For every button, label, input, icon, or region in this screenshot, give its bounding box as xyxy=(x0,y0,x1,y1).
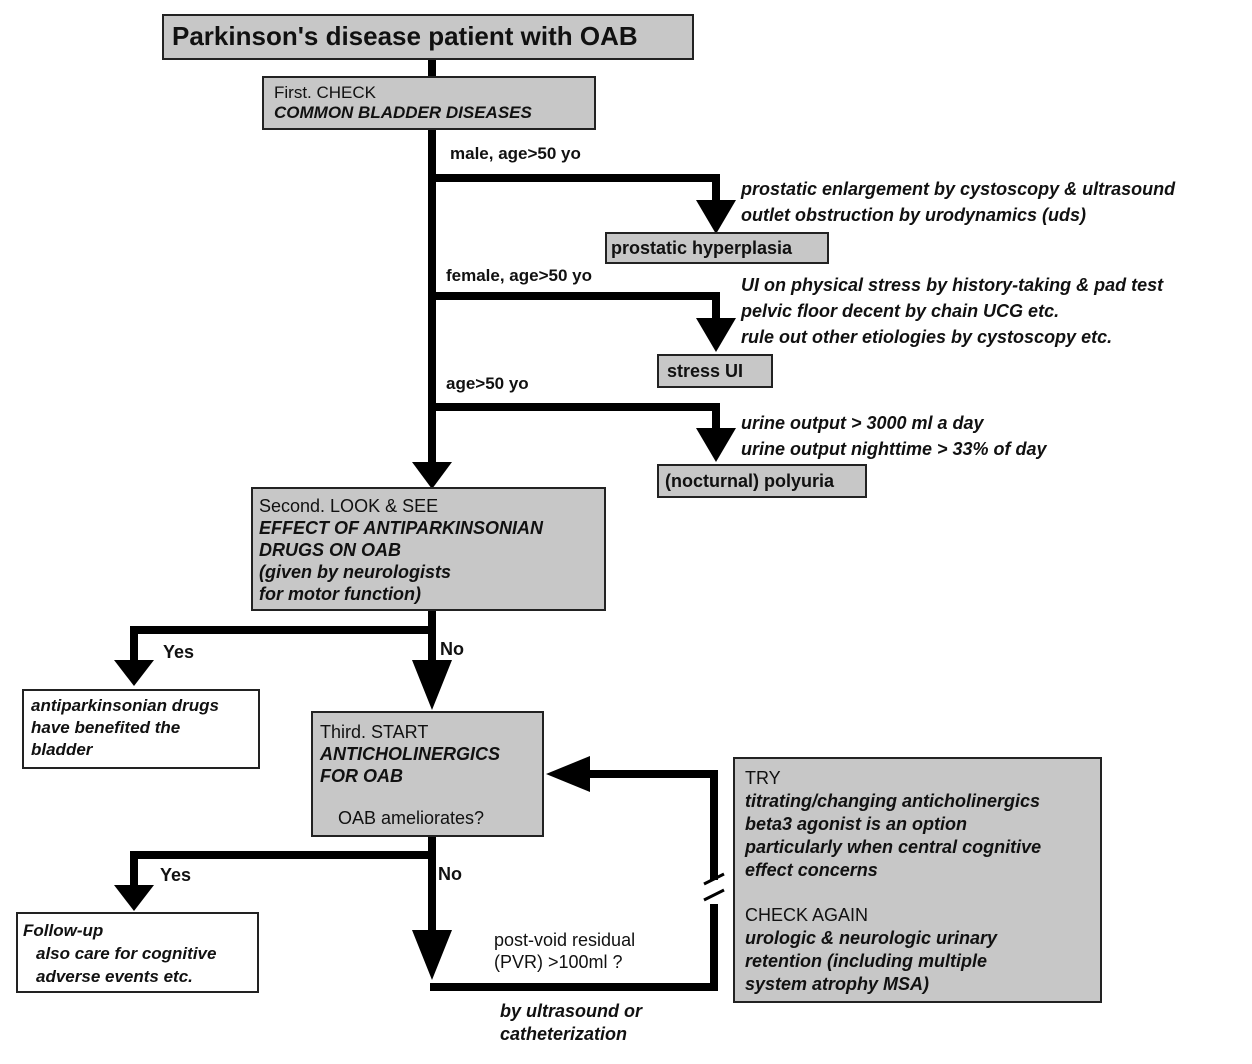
first-check-box: First. CHECK COMMON BLADDER DISEASES xyxy=(262,76,596,130)
connector-age-branch xyxy=(432,403,720,428)
pvr-method: by ultrasound or catheterization xyxy=(500,1000,642,1046)
third-no-label: No xyxy=(438,864,462,884)
try-line: titrating/changing anticholinergics xyxy=(745,791,1041,811)
pvr-method-line: by ultrasound or xyxy=(500,1001,643,1021)
female-notes: UI on physical stress by history-taking … xyxy=(741,272,1163,350)
arrowhead-second-yes xyxy=(114,660,154,686)
connector-pvr-bottom xyxy=(430,904,718,991)
drugs-benefited-line: have benefited the xyxy=(31,718,181,737)
second-look-line: EFFECT OF ANTIPARKINSONIAN xyxy=(259,518,543,538)
connector-male-branch xyxy=(432,174,720,200)
arrowhead-prostatic xyxy=(696,200,736,234)
third-start-box: Third. START ANTICHOLINERGICS FOR OAB OA… xyxy=(311,711,544,837)
female-note: pelvic floor decent by chain UCG etc. xyxy=(741,301,1060,321)
follow-up-line: adverse events etc. xyxy=(36,967,193,986)
pvr-question-line: post-void residual xyxy=(494,930,636,950)
drugs-benefited-line: antiparkinsonian drugs xyxy=(31,696,219,715)
polyuria-label: (nocturnal) polyuria xyxy=(665,471,835,491)
follow-up-line: Follow-up xyxy=(23,921,104,940)
female-condition-label: female, age>50 yo xyxy=(446,266,593,285)
follow-up-box: Follow-up also care for cognitive advers… xyxy=(16,912,259,993)
arrowhead-second xyxy=(412,462,452,489)
male-note: prostatic enlargement by cystoscopy & ul… xyxy=(741,179,1176,199)
female-note: UI on physical stress by history-taking … xyxy=(741,275,1164,295)
second-look-line: for motor function) xyxy=(259,584,421,604)
try-heading: TRY xyxy=(745,768,781,788)
arrowhead-polyuria xyxy=(696,428,736,462)
second-no-label: No xyxy=(440,639,464,659)
drugs-benefited-box: antiparkinsonian drugs have benefited th… xyxy=(22,689,260,769)
drugs-benefited-line: bladder xyxy=(31,740,93,759)
second-look-heading: Second. LOOK & SEE xyxy=(259,496,439,516)
title-box: Parkinson's disease patient with OAB xyxy=(162,14,694,60)
third-start-line: FOR OAB xyxy=(320,766,403,786)
check-again-line: retention (including multiple xyxy=(745,951,987,971)
polyuria-box: (nocturnal) polyuria xyxy=(657,464,867,498)
first-check-subheading: COMMON BLADDER DISEASES xyxy=(274,103,532,123)
second-look-line: DRUGS ON OAB xyxy=(259,540,402,560)
age-note: urine output > 3000 ml a day xyxy=(741,413,984,433)
male-notes: prostatic enlargement by cystoscopy & ul… xyxy=(741,176,1175,228)
check-again-line: urologic & neurologic urinary xyxy=(745,928,998,948)
prostatic-hyperplasia-box: prostatic hyperplasia xyxy=(605,232,829,264)
try-check-box: TRY titrating/changing anticholinergics … xyxy=(733,757,1102,1003)
arrowhead-return-third xyxy=(546,756,590,792)
prostatic-hyperplasia-label: prostatic hyperplasia xyxy=(611,238,793,258)
third-start-heading: Third. START xyxy=(320,722,429,742)
male-condition-label: male, age>50 yo xyxy=(450,144,581,163)
arrowhead-stress-ui xyxy=(696,318,736,352)
try-line: particularly when central cognitive xyxy=(745,837,1042,857)
pvr-question: post-void residual (PVR) >100ml ? xyxy=(494,929,635,973)
stress-ui-label: stress UI xyxy=(667,361,744,381)
arrowhead-third-yes xyxy=(114,885,154,911)
break-mark-top xyxy=(703,872,725,886)
try-line: effect concerns xyxy=(745,860,878,880)
title-text: Parkinson's disease patient with OAB xyxy=(172,21,638,51)
second-yes-label: Yes xyxy=(163,642,195,662)
oab-question: OAB ameliorates? xyxy=(338,808,485,828)
third-start-line: ANTICHOLINERGICS xyxy=(320,744,500,764)
check-again-heading: CHECK AGAIN xyxy=(745,905,869,925)
stress-ui-box: stress UI xyxy=(657,354,773,388)
female-note: rule out other etiologies by cystoscopy … xyxy=(741,327,1113,347)
arrowhead-third xyxy=(412,660,452,710)
connector-second-yes xyxy=(130,626,432,660)
follow-up-line: also care for cognitive xyxy=(36,944,217,963)
check-again-line: system atrophy MSA) xyxy=(745,974,930,994)
try-line: beta3 agonist is an option xyxy=(745,814,968,834)
pvr-method-line: catheterization xyxy=(500,1024,628,1044)
second-look-line: (given by neurologists xyxy=(259,562,452,582)
pvr-question-line: (PVR) >100ml ? xyxy=(494,952,623,972)
connector-pvr-return xyxy=(586,770,718,880)
age-note: urine output nighttime > 33% of day xyxy=(741,439,1047,459)
second-look-box: Second. LOOK & SEE EFFECT OF ANTIPARKINS… xyxy=(251,487,606,611)
arrowhead-pvr xyxy=(412,930,452,980)
connector-female-branch xyxy=(432,292,720,318)
male-note: outlet obstruction by urodynamics (uds) xyxy=(741,205,1087,225)
connector-third-yes xyxy=(130,851,432,885)
break-mark-bottom xyxy=(703,888,725,902)
age-condition-label: age>50 yo xyxy=(446,374,529,393)
third-yes-label: Yes xyxy=(160,865,192,885)
age-notes: urine output > 3000 ml a day urine outpu… xyxy=(741,410,1047,462)
first-check-heading: First. CHECK xyxy=(274,83,376,102)
